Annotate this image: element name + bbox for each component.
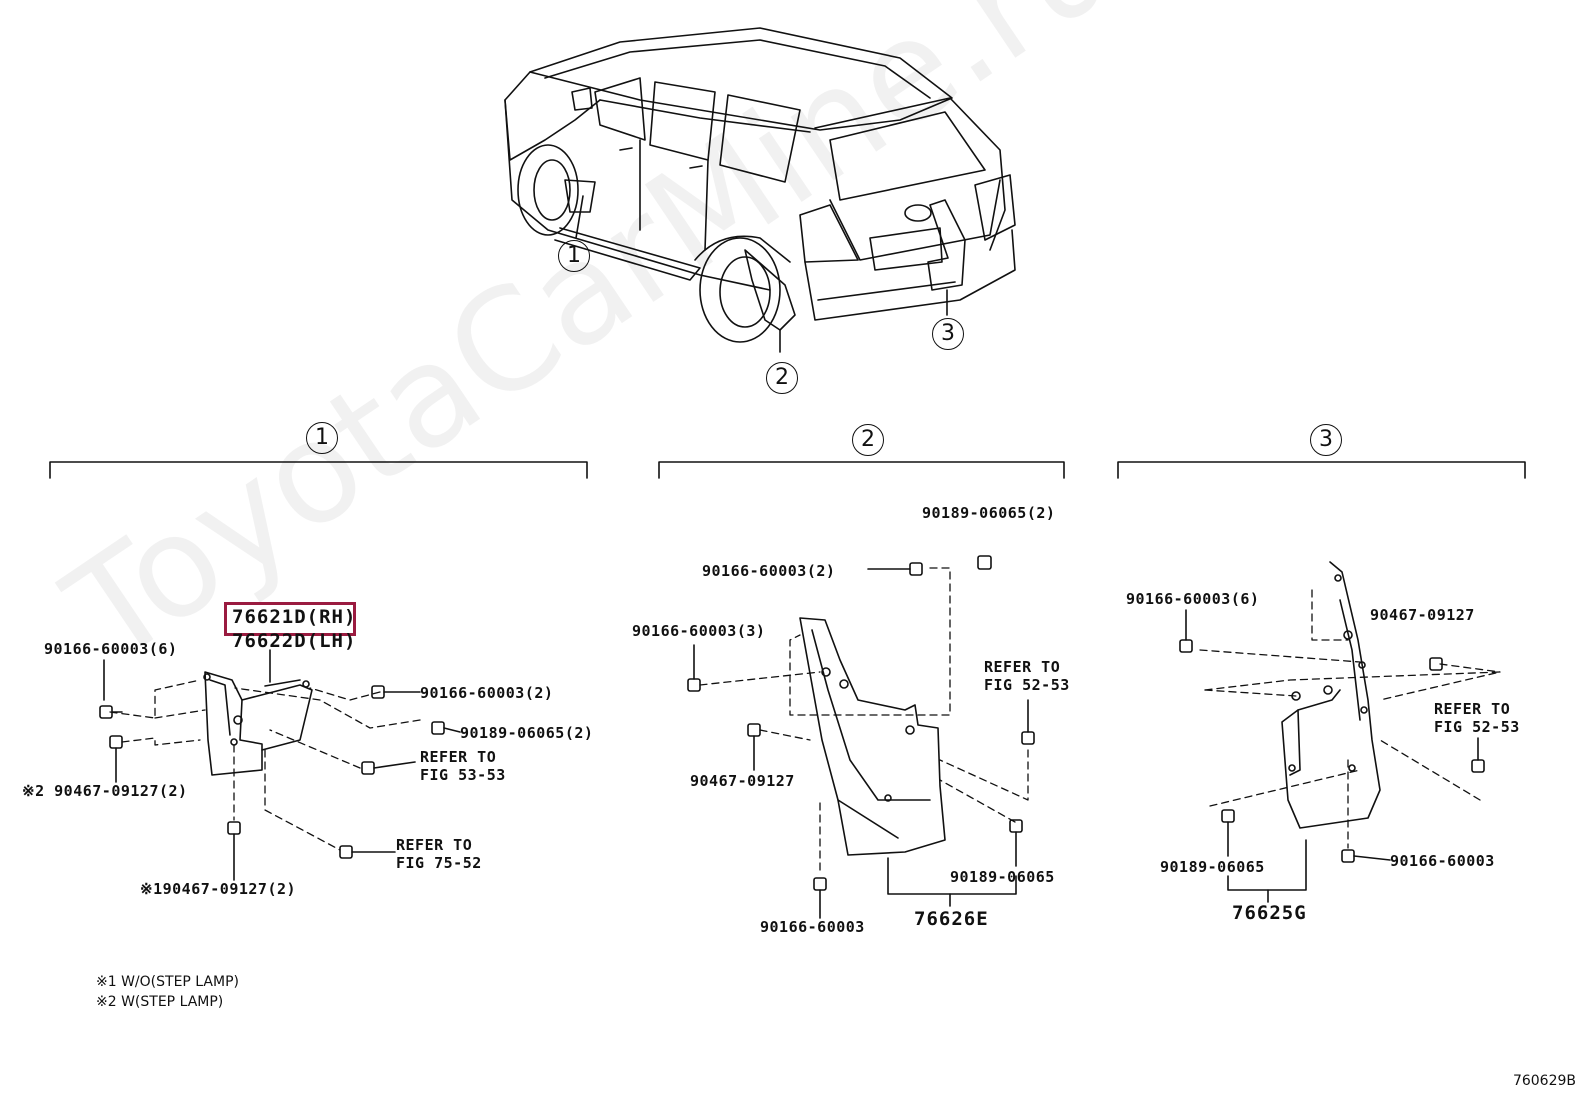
mud-guard-2 — [799, 617, 946, 856]
label-3-90166[interactable]: 90166-60003 — [1390, 852, 1495, 870]
label-3-90166-6[interactable]: 90166-60003(6) — [1126, 590, 1260, 608]
refer-fig-52-53-a[interactable]: REFER TO FIG 52-53 — [984, 658, 1070, 694]
label-2-90189[interactable]: 90189-06065 — [950, 868, 1055, 886]
part-76626e[interactable]: 76626E — [914, 908, 989, 930]
fasteners-1 — [99, 659, 461, 881]
label-2-90166[interactable]: 90166-60003 — [760, 918, 865, 936]
section-2-header: 2 — [852, 424, 884, 456]
part-76622d-lh[interactable]: 76622D(LH) — [232, 630, 357, 652]
highlighted-part-box — [224, 602, 356, 636]
section-3-header: 3 — [1310, 424, 1342, 456]
label-1-90166-6[interactable]: 90166-60003(6) — [44, 640, 178, 658]
label-1-90467-note2[interactable]: ※2 90467-09127(2) — [22, 782, 188, 800]
refer-fig-53-53[interactable]: REFER TO FIG 53-53 — [420, 748, 506, 784]
label-2-90166-2[interactable]: 90166-60003(2) — [702, 562, 836, 580]
callout-1-vehicle[interactable]: 1 — [558, 240, 590, 272]
note-1: ※1 W/O(STEP LAMP) — [96, 974, 239, 990]
label-3-90189[interactable]: 90189-06065 — [1160, 858, 1265, 876]
section-1-header: 1 — [306, 422, 338, 454]
label-2-90467[interactable]: 90467-09127 — [690, 772, 795, 790]
refer-fig-75-52[interactable]: REFER TO FIG 75-52 — [396, 836, 482, 872]
label-1-90189-2[interactable]: 90189-06065(2) — [460, 724, 594, 742]
label-2-90189-2[interactable]: 90189-06065(2) — [922, 504, 1056, 522]
refer-fig-52-53-b[interactable]: REFER TO FIG 52-53 — [1434, 700, 1520, 736]
mud-guard-rh — [203, 649, 313, 776]
label-1-90467-note1[interactable]: ※190467-09127(2) — [140, 880, 297, 898]
vehicle-illustration — [504, 27, 1016, 353]
label-1-90166-2[interactable]: 90166-60003(2) — [420, 684, 554, 702]
label-3-90467[interactable]: 90467-09127 — [1370, 606, 1475, 624]
fasteners-2 — [687, 555, 1035, 919]
note-2: ※2 W(STEP LAMP) — [96, 994, 224, 1010]
mud-guard-3 — [1281, 561, 1381, 829]
fasteners-3 — [1179, 609, 1485, 903]
label-2-90166-3[interactable]: 90166-60003(3) — [632, 622, 766, 640]
callout-3-vehicle[interactable]: 3 — [932, 318, 964, 350]
part-76621d-rh[interactable]: 76621D(RH) — [232, 606, 357, 628]
bracket-3 — [1117, 461, 1526, 479]
bracket-1 — [49, 461, 588, 479]
part-76625g[interactable]: 76625G — [1232, 902, 1307, 924]
figure-code: 760629B — [1512, 1073, 1576, 1089]
bracket-2 — [658, 461, 1065, 479]
callout-2-vehicle[interactable]: 2 — [766, 362, 798, 394]
